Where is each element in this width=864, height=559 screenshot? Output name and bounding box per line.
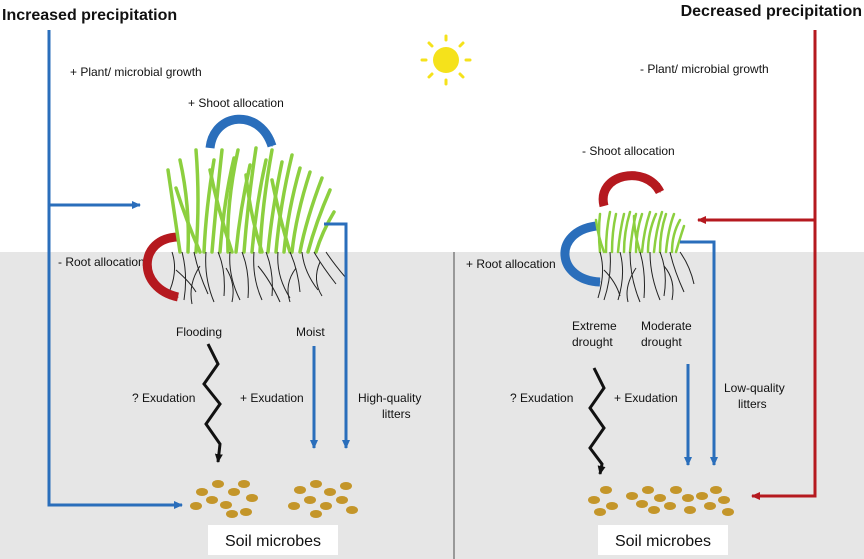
left-flooding-exudation-arrow (202, 343, 223, 463)
left-litters-line2: litters (382, 407, 411, 421)
left-soil-microbes-label: Soil microbes (225, 533, 321, 550)
right-soil-microbes-label: Soil microbes (615, 533, 711, 550)
right-exudation-plus-label: + Exudation (614, 391, 678, 405)
right-litters-line2: litters (738, 397, 767, 411)
left-flooding-label: Flooding (176, 325, 222, 339)
right-litters-arrow (680, 240, 718, 466)
left-shoot-label: + Shoot allocation (188, 96, 284, 110)
left-precip-to-microbes-arrow (47, 30, 183, 509)
right-soil-microbes (588, 486, 734, 516)
left-exudation-plus-label: + Exudation (240, 391, 304, 405)
right-shoot-label: - Shoot allocation (582, 144, 675, 158)
right-growth-label: - Plant/ microbial growth (640, 62, 769, 76)
left-title: Increased precipitation (2, 7, 177, 24)
left-root-allocation-arrow (142, 232, 180, 302)
right-moderate-line1: Moderate (641, 319, 692, 333)
right-grass (594, 210, 686, 254)
right-extreme-line2: drought (572, 335, 613, 349)
left-litters-line1: High-quality (358, 391, 421, 405)
right-title: Decreased precipitation (681, 3, 862, 20)
right-root-label: + Root allocation (466, 257, 556, 271)
right-root-allocation-arrow (560, 221, 601, 287)
left-soil-microbes (190, 480, 358, 518)
right-soil-microbes-box (598, 525, 728, 555)
right-extreme-line1: Extreme (572, 319, 617, 333)
left-soil-microbes-box (208, 525, 338, 555)
left-grass (166, 146, 336, 254)
right-precip-to-microbes-arrow (751, 30, 817, 500)
right-extreme-exudation-arrow (588, 367, 606, 475)
soil-background (0, 252, 864, 559)
right-exudation-unknown-label: ? Exudation (510, 391, 573, 405)
left-roots (169, 251, 347, 305)
left-moist-label: Moist (296, 325, 325, 339)
right-litters-line1: Low-quality (724, 381, 785, 395)
right-moderate-line2: drought (641, 335, 682, 349)
left-shoot-allocation-arrow (205, 114, 277, 149)
left-litters-arrow (324, 222, 350, 449)
left-root-label: - Root allocation (58, 255, 145, 269)
left-growth-label: + Plant/ microbial growth (70, 65, 202, 79)
left-exudation-unknown-label: ? Exudation (132, 391, 195, 405)
sun-icon (420, 34, 472, 86)
right-shoot-allocation-arrow (598, 171, 665, 208)
right-roots (597, 251, 695, 303)
